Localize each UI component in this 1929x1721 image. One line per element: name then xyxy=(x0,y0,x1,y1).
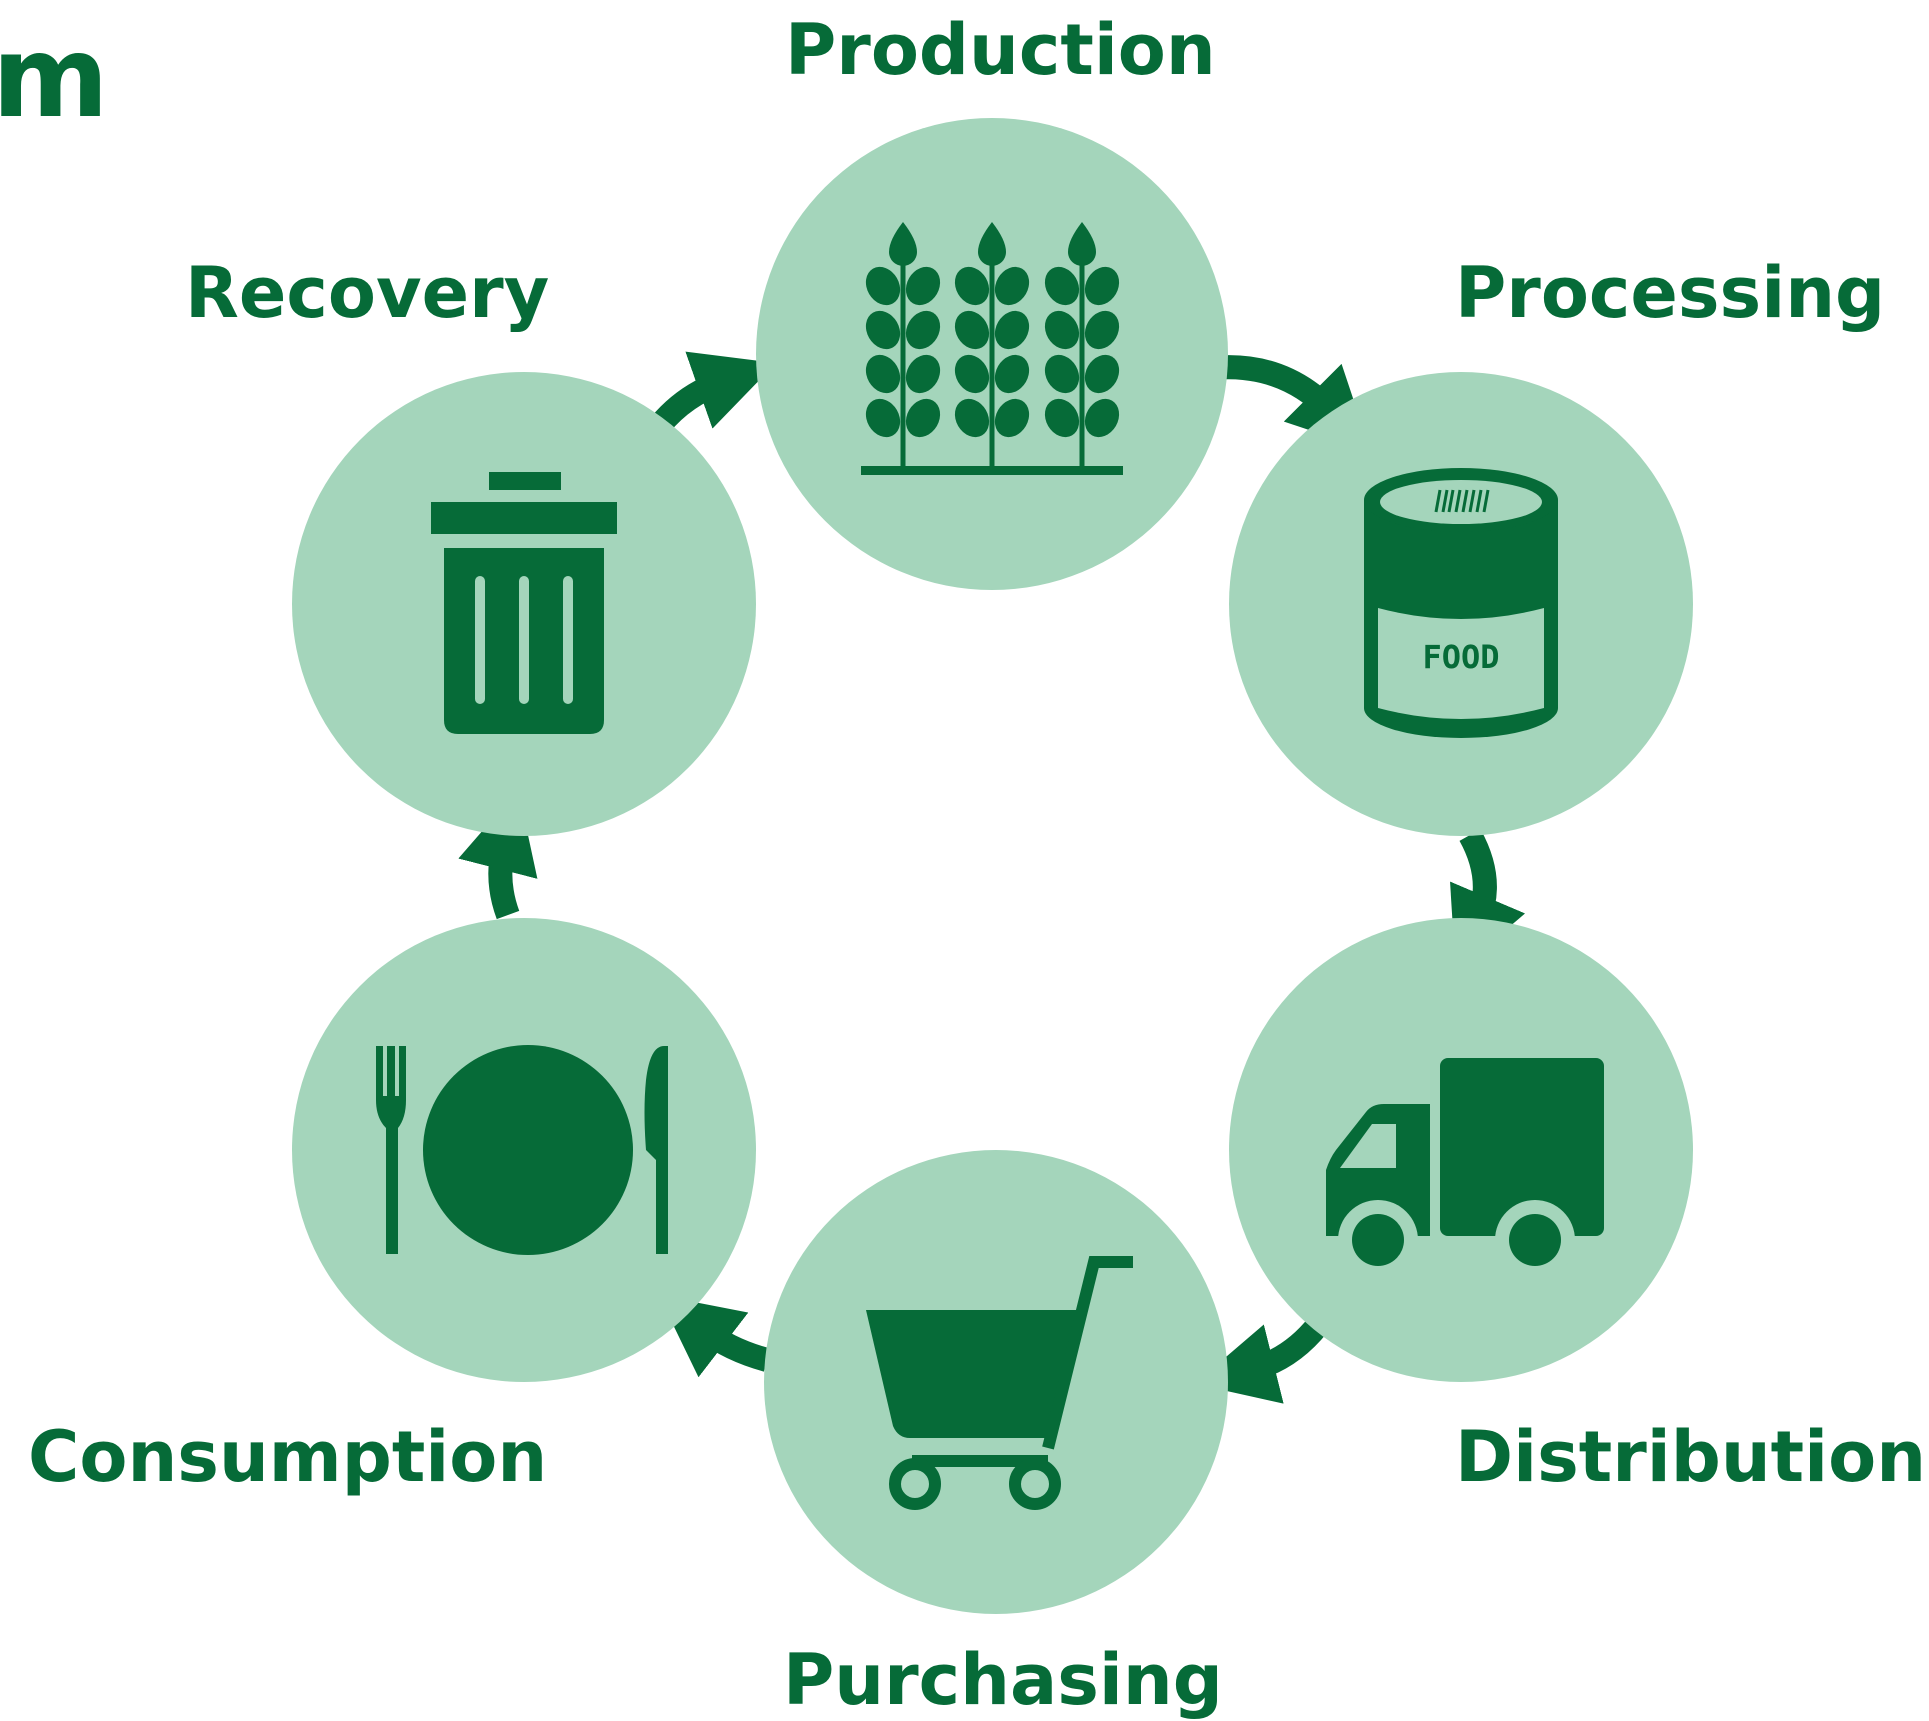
truck-icon xyxy=(1326,1058,1604,1280)
arrow-purchasing-to-consumption xyxy=(658,1295,771,1378)
stage-label-purchasing: Purchasing xyxy=(783,1639,1223,1721)
wheat-icon xyxy=(861,222,1123,475)
stage-label-production: Production xyxy=(785,9,1216,91)
plate-cutlery-icon xyxy=(376,1045,668,1255)
arrow-recovery-to-production xyxy=(650,351,776,433)
stage-label-consumption: Consumption xyxy=(28,1416,548,1498)
arrow-consumption-to-recovery xyxy=(458,789,538,920)
arrow-processing-to-distribution xyxy=(1450,829,1526,973)
partial-title: m xyxy=(0,13,109,143)
can-label-text: FOOD xyxy=(1422,638,1499,676)
stage-label-distribution: Distribution xyxy=(1455,1416,1927,1498)
food-can-icon: FOOD xyxy=(1364,468,1558,738)
stage-label-recovery: Recovery xyxy=(185,252,550,334)
shopping-cart-icon xyxy=(866,1256,1133,1510)
arrow-distribution-to-purchasing xyxy=(1194,1317,1328,1404)
trash-can-icon xyxy=(431,472,617,734)
stage-label-processing: Processing xyxy=(1455,252,1886,334)
